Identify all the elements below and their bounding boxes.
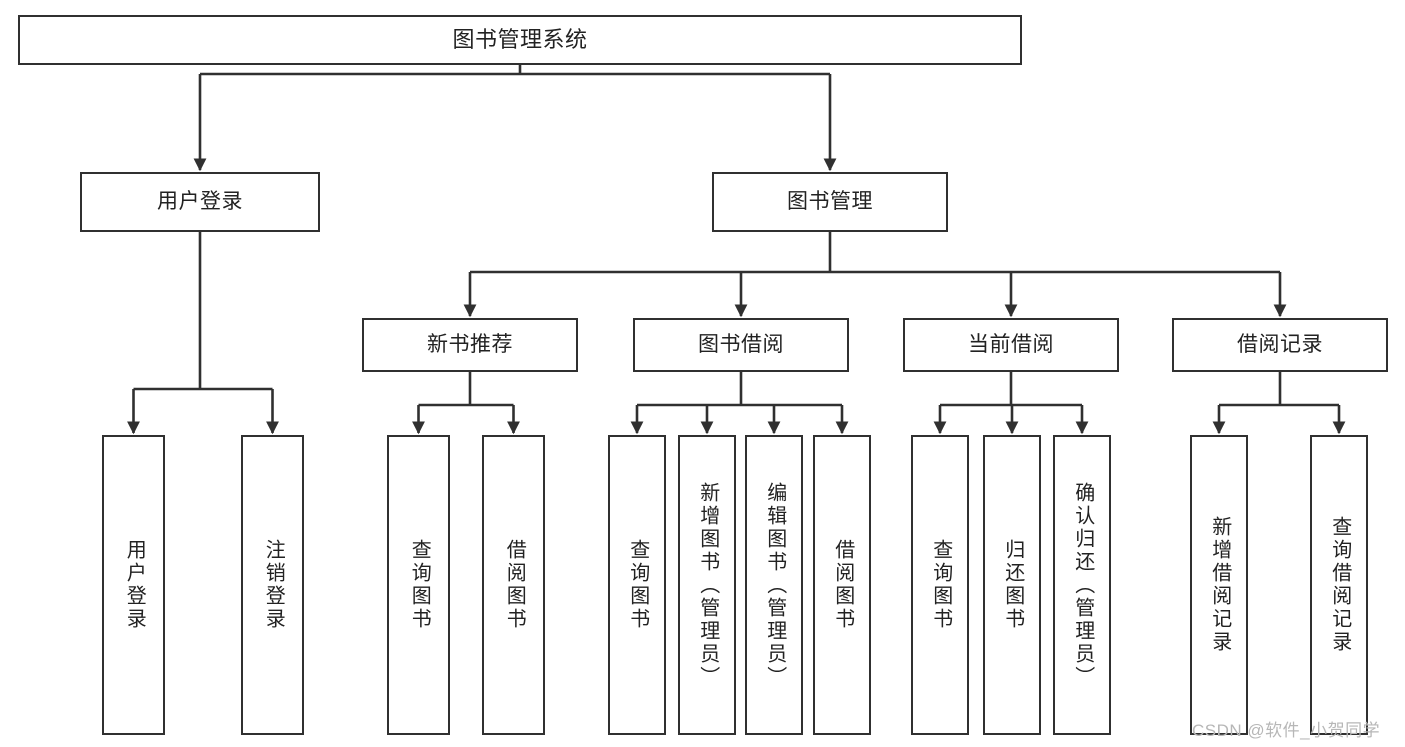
node-label: 注销登录: [262, 539, 285, 631]
node-label: 用户登录: [123, 539, 146, 631]
node-leaf-login-1[interactable]: 用户登录: [102, 435, 165, 735]
node-bookmgr[interactable]: 图书管理: [712, 172, 948, 232]
node-label: 新增借阅记录: [1208, 516, 1231, 654]
node-leaf-cur-3[interactable]: 确认归还（管理员）: [1053, 435, 1111, 735]
node-label: 借阅记录: [1237, 332, 1323, 356]
watermark-text: CSDN @软件_小贺同学: [1192, 721, 1381, 740]
node-leaf-bor-4[interactable]: 借阅图书: [813, 435, 871, 735]
node-label: 编辑图书（管理员）: [763, 481, 786, 689]
node-label: 用户登录: [157, 189, 243, 213]
node-borrow[interactable]: 图书借阅: [633, 318, 849, 372]
node-label: 查询借阅记录: [1328, 516, 1351, 654]
node-leaf-rec-1[interactable]: 新增借阅记录: [1190, 435, 1248, 735]
node-label: 确认归还（管理员）: [1071, 481, 1094, 689]
node-leaf-new-2[interactable]: 借阅图书: [482, 435, 545, 735]
node-records[interactable]: 借阅记录: [1172, 318, 1388, 372]
node-label: 新增图书（管理员）: [696, 481, 719, 689]
node-login[interactable]: 用户登录: [80, 172, 320, 232]
node-leaf-rec-2[interactable]: 查询借阅记录: [1310, 435, 1368, 735]
node-label: 当前借阅: [968, 332, 1054, 356]
node-leaf-cur-2[interactable]: 归还图书: [983, 435, 1041, 735]
node-label: 借阅图书: [831, 539, 854, 631]
node-label: 图书管理: [787, 189, 873, 213]
node-leaf-bor-1[interactable]: 查询图书: [608, 435, 666, 735]
node-leaf-cur-1[interactable]: 查询图书: [911, 435, 969, 735]
node-leaf-bor-2[interactable]: 新增图书（管理员）: [678, 435, 736, 735]
node-label: 图书借阅: [698, 332, 784, 356]
node-current[interactable]: 当前借阅: [903, 318, 1119, 372]
node-leaf-login-2[interactable]: 注销登录: [241, 435, 304, 735]
node-label: 新书推荐: [427, 332, 513, 356]
node-label: 归还图书: [1001, 539, 1024, 631]
node-label: 图书管理系统: [452, 27, 588, 53]
node-root[interactable]: 图书管理系统: [18, 15, 1022, 65]
node-label: 借阅图书: [503, 539, 526, 631]
node-leaf-new-1[interactable]: 查询图书: [387, 435, 450, 735]
node-label: 查询图书: [626, 539, 649, 631]
node-label: 查询图书: [408, 539, 431, 631]
node-newbook[interactable]: 新书推荐: [362, 318, 578, 372]
node-leaf-bor-3[interactable]: 编辑图书（管理员）: [745, 435, 803, 735]
node-label: 查询图书: [929, 539, 952, 631]
